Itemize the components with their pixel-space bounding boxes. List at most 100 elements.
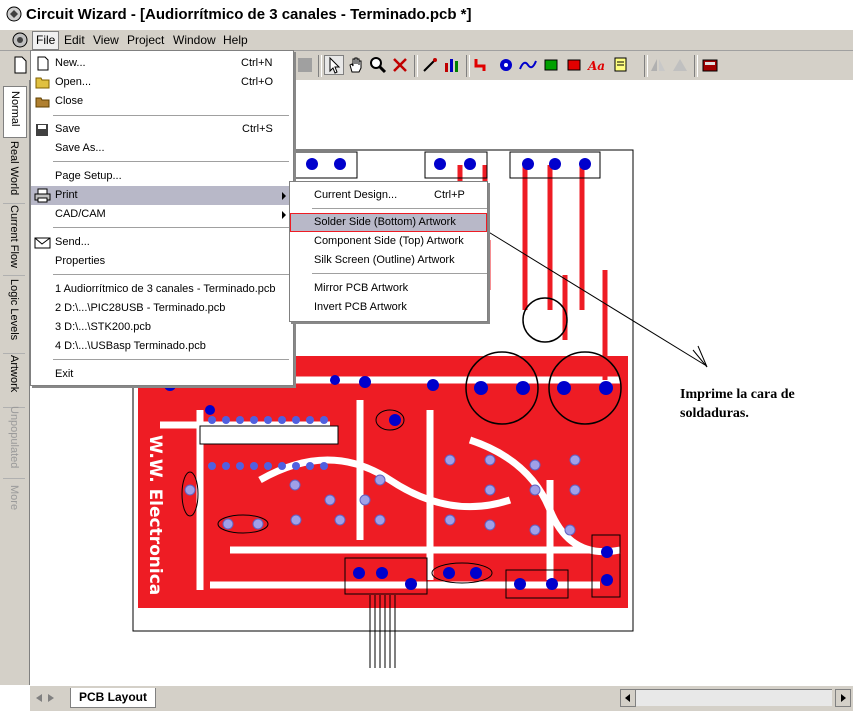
silk-screen-text: W.W. Electronica — [145, 435, 165, 595]
recent-file-item[interactable]: 4 D:\...\USBasp Terminado.pcb — [31, 337, 293, 356]
print-submenu: Current Design... Ctrl+P Solder Side (Bo… — [289, 181, 488, 322]
app-icon — [6, 6, 22, 22]
wire-icon[interactable] — [518, 55, 538, 75]
menu-item-solder-side-artwork[interactable]: Solder Side (Bottom) Artwork — [290, 213, 487, 232]
tab-pcb-layout[interactable]: PCB Layout — [70, 688, 157, 708]
menu-item-save[interactable]: Save Ctrl+S — [31, 120, 293, 139]
menu-item-label: Save As... — [55, 142, 105, 154]
toolbar-separator — [318, 55, 322, 77]
menu-item-cadcam[interactable]: CAD/CAM — [31, 205, 293, 224]
menu-window[interactable]: Window — [173, 33, 216, 47]
document-icon[interactable] — [12, 32, 28, 48]
menu-item-shortcut: Ctrl+P — [434, 189, 465, 201]
menu-item-label: Print — [55, 189, 78, 201]
pad-icon[interactable] — [496, 55, 516, 75]
component-icon[interactable] — [612, 55, 632, 75]
submenu-arrow-icon — [282, 211, 286, 219]
flip-icon[interactable] — [648, 55, 668, 75]
toolbar-separator — [466, 55, 470, 77]
new-file-icon — [37, 56, 49, 71]
hscroll-left-button[interactable] — [620, 689, 636, 707]
pcb-canvas[interactable]: W.W. Electronica Imprime la cara de sold… — [30, 80, 853, 685]
menu-item-save-as[interactable]: Save As... — [31, 139, 293, 158]
menu-item-exit[interactable]: Exit — [31, 365, 293, 384]
menu-item-label: Close — [55, 95, 84, 107]
menu-separator — [53, 359, 289, 360]
menu-help[interactable]: Help — [223, 33, 248, 47]
menu-item-shortcut: Ctrl+N — [241, 57, 273, 69]
tab-real-world[interactable]: Real World — [3, 137, 25, 204]
menu-item-label: Exit — [55, 368, 74, 380]
menu-item-invert-pcb[interactable]: Invert PCB Artwork — [290, 298, 487, 317]
select-arrow-icon[interactable] — [324, 55, 344, 75]
menu-item-page-setup[interactable]: Page Setup... — [31, 167, 293, 186]
menu-item-label: Open... — [55, 76, 92, 88]
rotate-icon[interactable] — [670, 55, 690, 75]
menu-item-close[interactable]: Close — [31, 92, 293, 111]
horizontal-scrollbar[interactable] — [636, 689, 832, 706]
annotation-line-1: Imprime la cara de — [680, 387, 795, 402]
menu-item-label: Page Setup... — [55, 170, 122, 182]
menu-item-label: Mirror PCB Artwork — [314, 282, 409, 294]
menu-item-silk-screen-artwork[interactable]: Silk Screen (Outline) Artwork — [290, 251, 487, 270]
tab-logic-levels[interactable]: Logic Levels — [3, 275, 25, 354]
annotation-note: Imprime la cara de soldaduras. — [680, 385, 830, 423]
scroll-right-arrow-icon — [841, 694, 846, 702]
view-tabs: Normal Real World Current Flow Logic Lev… — [0, 80, 30, 685]
menu-item-current-design[interactable]: Current Design... Ctrl+P — [290, 186, 487, 205]
window-title: Circuit Wizard - [Audiorrítmico de 3 can… — [26, 6, 472, 23]
hscroll-right-button[interactable] — [835, 689, 851, 707]
recent-file-label: 2 D:\...\PIC28USB - Terminado.pcb — [55, 302, 226, 314]
file-menu: New... Ctrl+N Open... Ctrl+O Close Save … — [30, 50, 294, 386]
menu-project[interactable]: Project — [127, 33, 165, 47]
disabled-tool-icon[interactable] — [298, 58, 312, 72]
menu-item-label: CAD/CAM — [55, 208, 106, 220]
bottom-tab-bar: PCB Layout — [30, 686, 853, 711]
menu-edit[interactable]: Edit — [64, 33, 85, 47]
menu-item-component-side-artwork[interactable]: Component Side (Top) Artwork — [290, 232, 487, 251]
menu-view[interactable]: View — [93, 33, 119, 47]
recent-file-item[interactable]: 2 D:\...\PIC28USB - Terminado.pcb — [31, 299, 293, 318]
tab-unpopulated[interactable]: Unpopulated — [3, 402, 25, 479]
delete-icon[interactable] — [390, 55, 410, 75]
menu-separator — [312, 273, 487, 274]
menu-separator — [53, 161, 289, 162]
tab-normal[interactable]: Normal — [3, 86, 27, 138]
toolbar-separator — [414, 55, 418, 77]
track-icon[interactable] — [472, 55, 492, 75]
menu-item-open[interactable]: Open... Ctrl+O — [31, 73, 293, 92]
menu-separator — [53, 274, 289, 275]
send-mail-icon — [34, 237, 51, 249]
green-layer-icon[interactable] — [541, 55, 561, 75]
tab-scroll-right-icon[interactable] — [48, 694, 54, 702]
probe-icon[interactable] — [420, 55, 440, 75]
menu-bar: File Edit View Project Window Help — [0, 30, 853, 51]
menu-item-print[interactable]: Print — [31, 186, 293, 205]
scroll-left-arrow-icon — [625, 694, 630, 702]
hand-pan-icon[interactable] — [346, 55, 366, 75]
toolbar-separator — [694, 55, 698, 77]
recent-file-item[interactable]: 3 D:\...\STK200.pcb — [31, 318, 293, 337]
new-file-icon[interactable] — [10, 55, 30, 75]
menu-item-send[interactable]: Send... — [31, 233, 293, 252]
tab-scroll-left-icon[interactable] — [36, 694, 42, 702]
tab-current-flow[interactable]: Current Flow — [3, 201, 25, 276]
menu-item-label: Save — [55, 123, 81, 135]
recent-file-label: 3 D:\...\STK200.pcb — [55, 321, 151, 333]
tab-more[interactable]: More — [8, 485, 20, 511]
text-tool-icon[interactable]: Aa — [587, 55, 607, 75]
menu-item-properties[interactable]: Properties — [31, 252, 293, 271]
menu-item-new[interactable]: New... Ctrl+N — [31, 54, 293, 73]
menu-file[interactable]: File — [32, 31, 60, 50]
menu-item-mirror-pcb[interactable]: Mirror PCB Artwork — [290, 279, 487, 298]
recent-file-item[interactable]: 1 Audiorrítmico de 3 canales - Terminado… — [31, 280, 293, 299]
printer-icon — [34, 188, 51, 203]
menu-item-label: Component Side (Top) Artwork — [314, 235, 464, 247]
tab-artwork[interactable]: Artwork — [3, 351, 25, 408]
zoom-icon[interactable] — [368, 55, 388, 75]
red-layer-icon[interactable] — [564, 55, 584, 75]
pcb-board-icon[interactable] — [700, 55, 720, 75]
graph-icon[interactable] — [442, 55, 462, 75]
submenu-arrow-icon — [282, 192, 286, 200]
menu-item-label: Current Design... — [314, 189, 398, 201]
